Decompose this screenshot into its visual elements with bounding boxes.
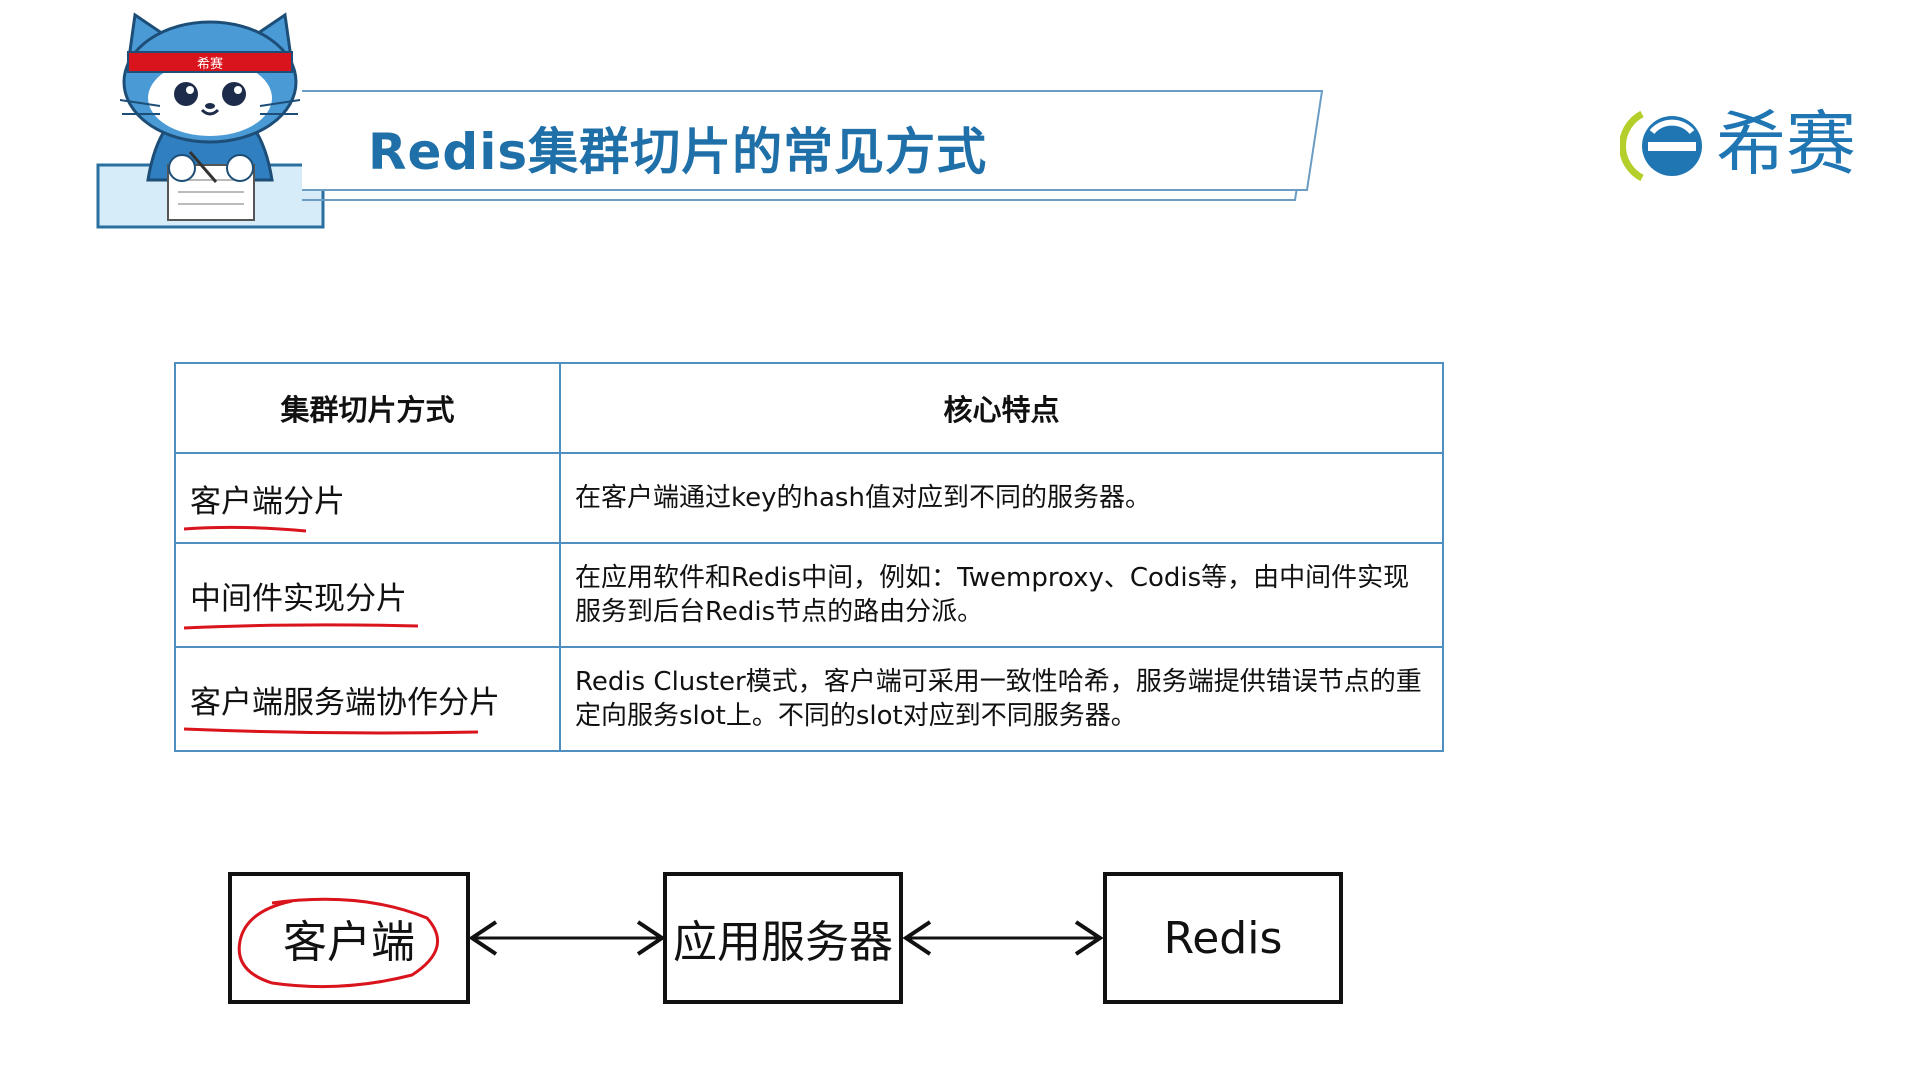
table-row: 客户端服务端协作分片 Redis Cluster模式，客户端可采用一致性哈希，服…	[174, 646, 1444, 752]
table-row: 客户端分片 在客户端通过key的hash值对应到不同的服务器。	[174, 452, 1444, 544]
title-banner	[302, 90, 1324, 201]
red-circle-annotation	[237, 897, 439, 989]
method-label: 客户端服务端协作分片	[190, 684, 500, 721]
xisai-e-logo-icon	[1620, 110, 1702, 182]
red-underline-annotation	[183, 622, 419, 629]
table-row: 中间件实现分片 在应用软件和Redis中间，例如：Twemproxy、Codis…	[174, 542, 1444, 648]
mascot-headband-text: 希赛	[197, 56, 223, 72]
cat-mascot-writing-icon: 希赛	[96, 12, 325, 229]
method-cell: 客户端服务端协作分片	[174, 646, 561, 752]
double-headed-arrow-icon	[468, 920, 666, 956]
red-underline-annotation	[183, 727, 479, 734]
page-title: Redis集群切片的常见方式	[368, 123, 988, 181]
redis-node: Redis	[1103, 872, 1343, 1004]
method-cell: 中间件实现分片	[174, 542, 561, 648]
feature-cell: Redis Cluster模式，客户端可采用一致性哈希，服务端提供错误节点的重定…	[559, 646, 1444, 752]
method-label: 中间件实现分片	[190, 580, 407, 617]
sharding-comparison-table: 集群切片方式 核心特点 客户端分片 在客户端通过key的hash值对应到不同的服…	[174, 362, 1444, 752]
method-cell: 客户端分片	[174, 452, 561, 544]
method-label: 客户端分片	[190, 483, 345, 520]
double-headed-arrow-icon	[902, 920, 1104, 956]
feature-cell: 在应用软件和Redis中间，例如：Twemproxy、Codis等，由中间件实现…	[559, 542, 1444, 648]
app-server-node: 应用服务器	[663, 872, 903, 1004]
brand: 希赛	[1620, 98, 1880, 190]
column-header-method: 集群切片方式	[174, 362, 561, 454]
column-header-feature: 核心特点	[559, 362, 1444, 454]
red-underline-annotation	[183, 525, 307, 532]
table-header-row: 集群切片方式 核心特点	[174, 362, 1444, 454]
brand-name: 希赛	[1716, 103, 1856, 185]
feature-cell: 在客户端通过key的hash值对应到不同的服务器。	[559, 452, 1444, 544]
